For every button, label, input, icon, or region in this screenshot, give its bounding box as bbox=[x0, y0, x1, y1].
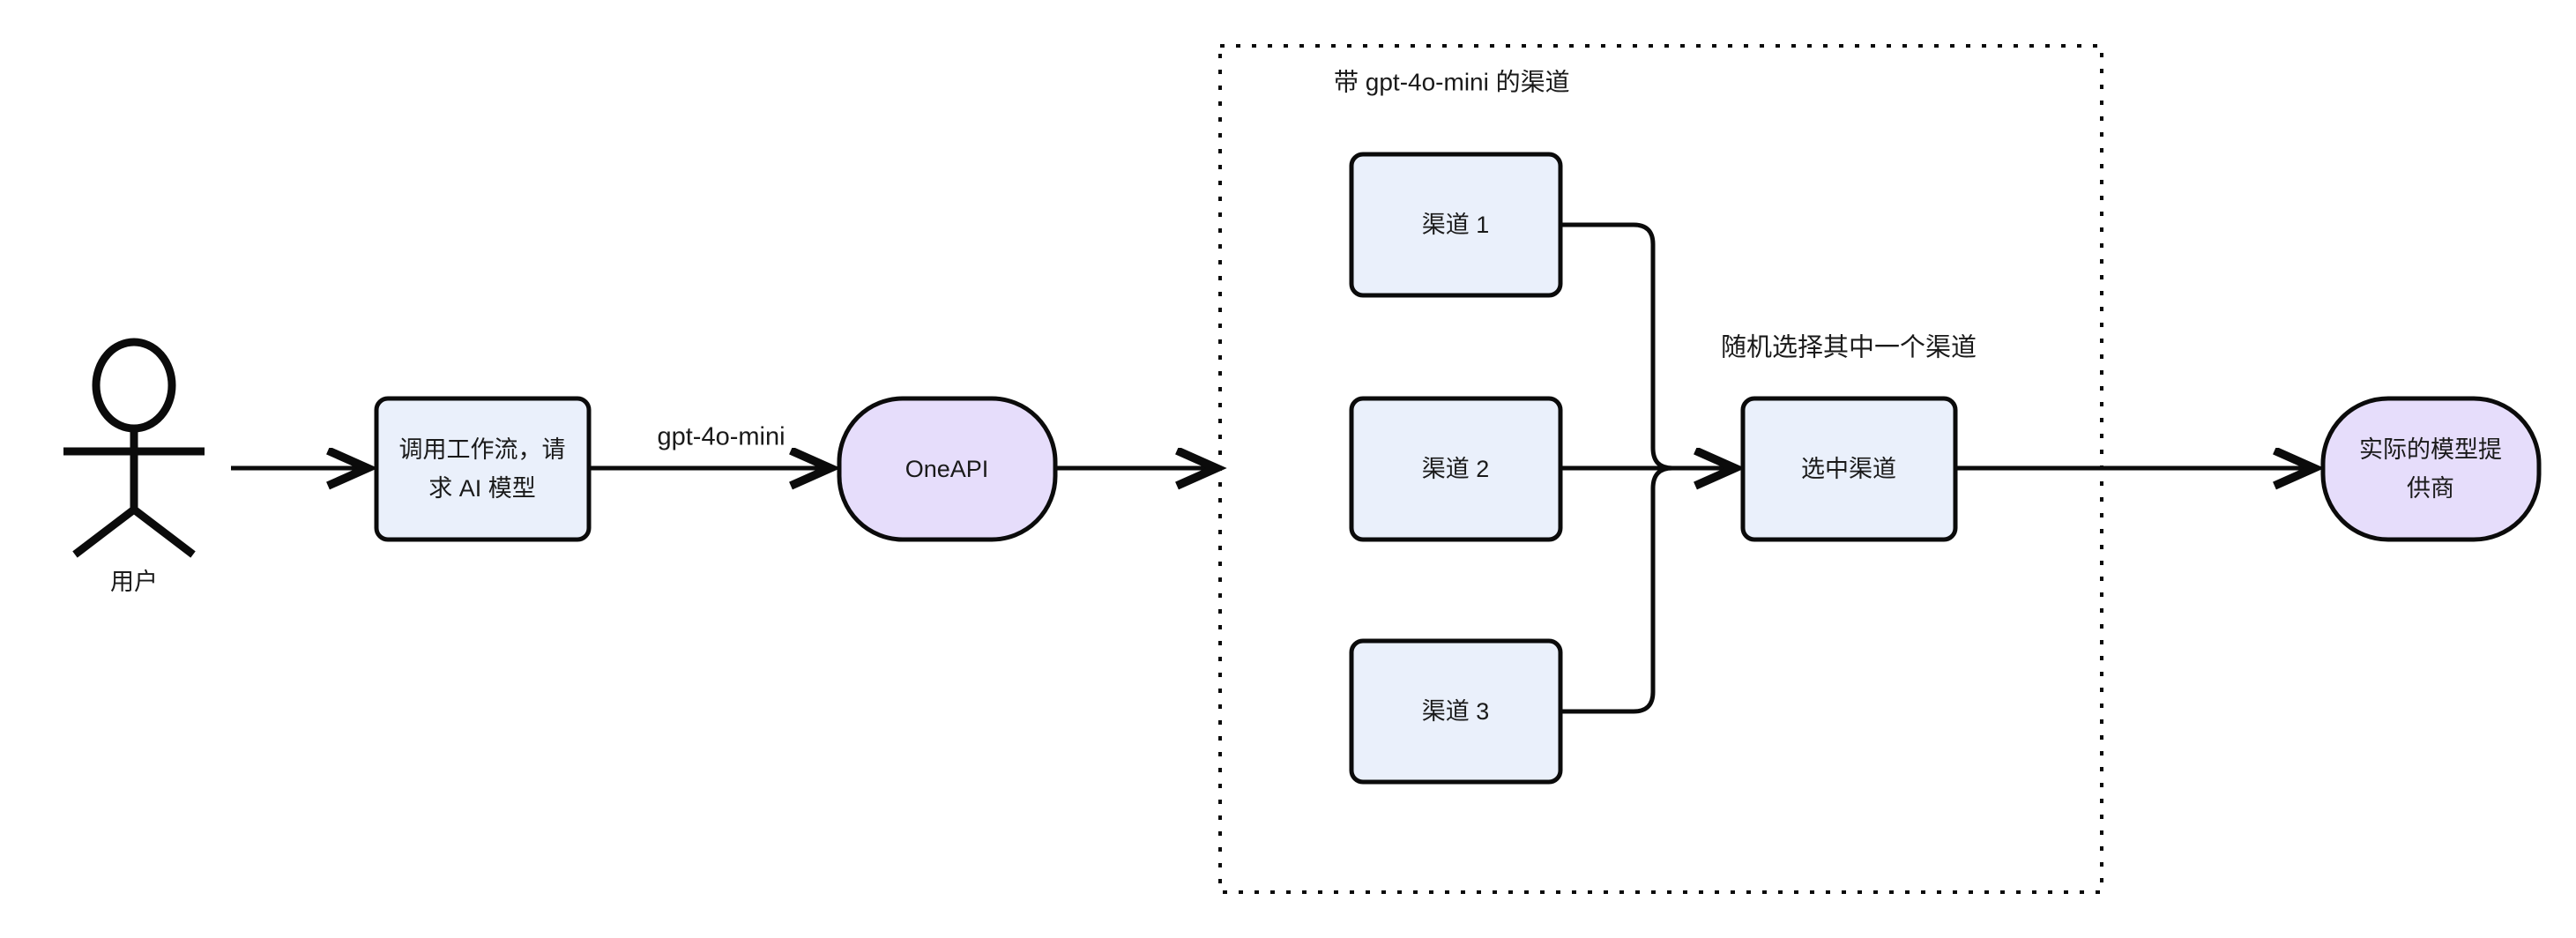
edge-label-random-select: 随机选择其中一个渠道 bbox=[1721, 333, 1977, 362]
user-actor: 用户 bbox=[63, 338, 205, 595]
node-channel-3[interactable]: 渠道 3 bbox=[1349, 638, 1563, 785]
edge-channel3-to-merge bbox=[1560, 465, 1673, 714]
actor-leg-left-icon bbox=[72, 506, 137, 558]
node-channel-1-shape[interactable] bbox=[1349, 152, 1563, 298]
node-selected-channel[interactable]: 选中渠道 bbox=[1740, 396, 1958, 542]
actor-leg-right-icon bbox=[131, 506, 196, 558]
edge-label-gpt-4o-mini: gpt-4o-mini bbox=[657, 423, 785, 451]
node-channel-3-shape[interactable] bbox=[1349, 638, 1563, 785]
edge-channel1-to-merge bbox=[1560, 222, 1673, 471]
node-selected-channel-shape[interactable] bbox=[1740, 396, 1958, 542]
node-workflow-shape[interactable] bbox=[374, 396, 592, 542]
node-provider-label-line2: 供商 bbox=[2407, 475, 2454, 502]
channel-group-title: 带 gpt-4o-mini 的渠道 bbox=[1334, 68, 1570, 95]
node-oneapi[interactable]: OneAPI bbox=[837, 396, 1058, 542]
node-channel-1-label: 渠道 1 bbox=[1422, 212, 1490, 238]
node-channel-2[interactable]: 渠道 2 bbox=[1349, 396, 1563, 542]
node-workflow-label-line1: 调用工作流，请 bbox=[399, 436, 566, 463]
node-channel-3-label: 渠道 3 bbox=[1422, 698, 1490, 725]
node-selected-channel-label: 选中渠道 bbox=[1801, 456, 1896, 482]
node-workflow-label-line2: 求 AI 模型 bbox=[428, 475, 536, 502]
node-provider[interactable]: 实际的模型提 供商 bbox=[2320, 396, 2542, 542]
node-channel-1[interactable]: 渠道 1 bbox=[1349, 152, 1563, 298]
node-workflow[interactable]: 调用工作流，请 求 AI 模型 bbox=[374, 396, 592, 542]
node-channel-2-label: 渠道 2 bbox=[1422, 456, 1490, 482]
actor-head-icon bbox=[92, 338, 176, 433]
node-oneapi-label: OneAPI bbox=[905, 456, 989, 482]
node-provider-label-line1: 实际的模型提 bbox=[2359, 436, 2502, 463]
node-channel-2-shape[interactable] bbox=[1349, 396, 1563, 542]
node-oneapi-shape[interactable] bbox=[837, 396, 1058, 542]
actor-label: 用户 bbox=[110, 569, 158, 595]
node-provider-shape[interactable] bbox=[2320, 396, 2542, 542]
